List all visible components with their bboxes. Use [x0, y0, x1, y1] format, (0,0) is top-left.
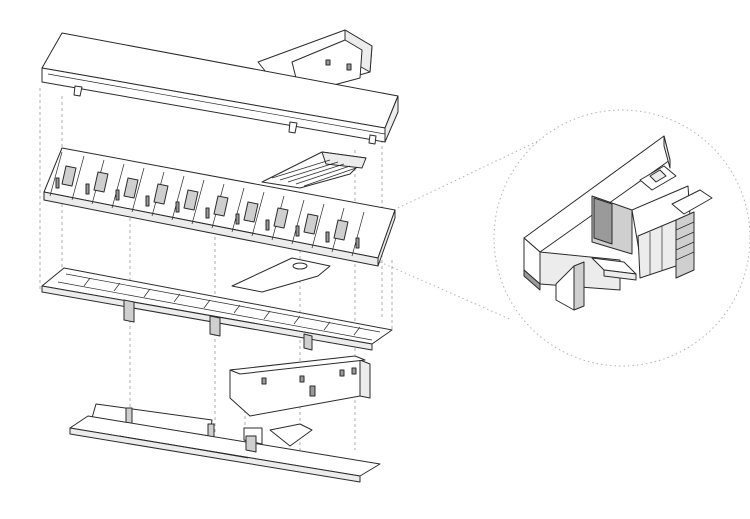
roof-layer — [41, 29, 399, 145]
roof-window — [346, 63, 352, 71]
room-modules-layer — [43, 147, 396, 267]
partition-panel — [573, 261, 585, 311]
callout-leader-lower — [379, 261, 513, 321]
pier — [123, 299, 135, 323]
wall-window — [261, 377, 267, 385]
pier — [303, 333, 313, 351]
callout-circle — [493, 109, 750, 367]
deck-and-piers-layer — [41, 257, 393, 351]
detail-callout — [379, 109, 750, 367]
wall-window — [339, 369, 345, 377]
wall-door — [309, 385, 316, 397]
ground-floor-and-walls-layer — [69, 355, 381, 483]
wall-window — [299, 375, 305, 383]
callout-leader-upper — [397, 139, 541, 209]
pier — [209, 315, 221, 337]
roof-window — [325, 59, 331, 66]
wall-window — [351, 367, 357, 375]
single-room-cutaway — [523, 135, 713, 311]
